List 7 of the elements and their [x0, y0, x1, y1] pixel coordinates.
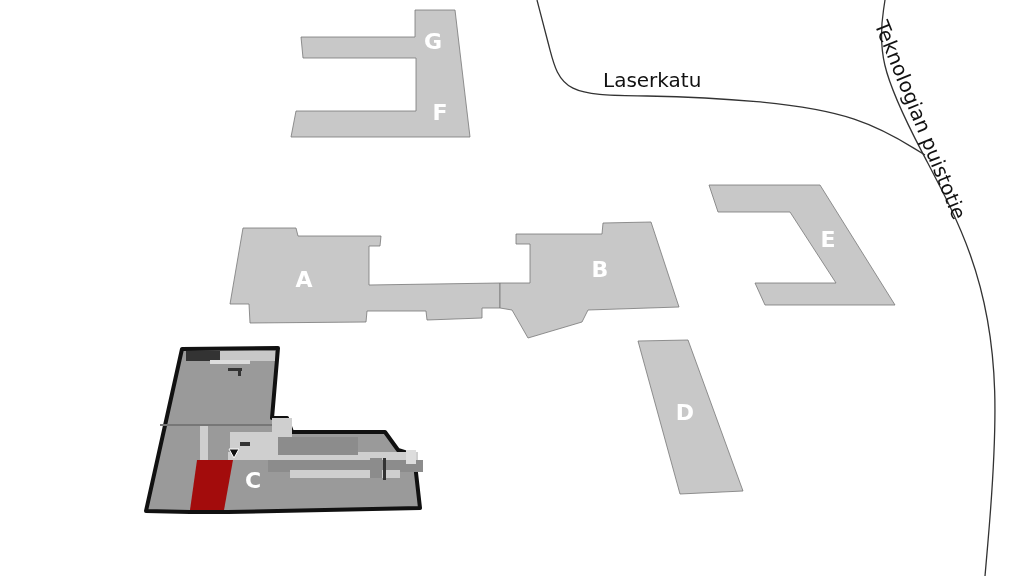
building — [709, 185, 895, 305]
building — [291, 10, 470, 137]
street-name: Laserkatu — [603, 70, 702, 90]
building — [500, 222, 679, 338]
building — [638, 340, 743, 494]
building-label: C — [244, 470, 262, 492]
building — [230, 228, 500, 323]
